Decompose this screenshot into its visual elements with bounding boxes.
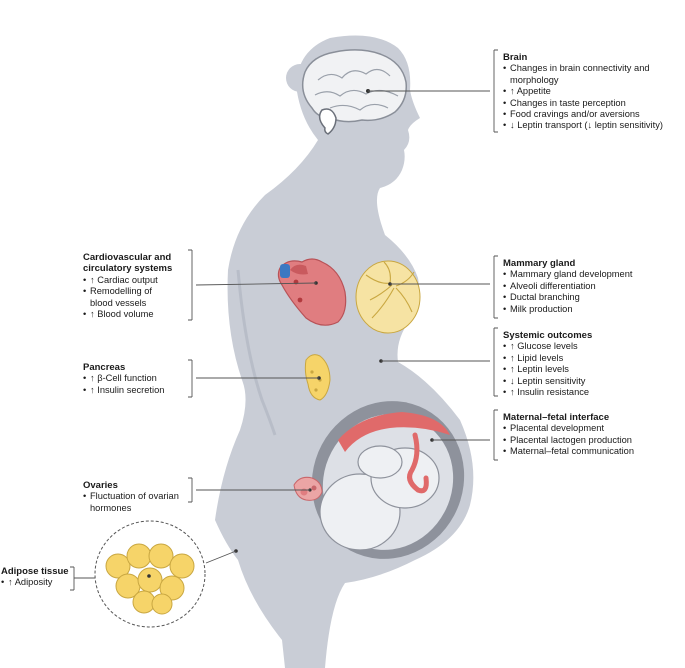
mammary-gland-icon	[355, 260, 421, 334]
brain-item: Changes in taste perception	[503, 98, 670, 110]
brain-item: Changes in brain connectivity and morpho…	[503, 63, 670, 86]
cardio-label: Cardiovascular and circulatory systems ↑…	[83, 252, 193, 321]
arm-shade	[236, 269, 277, 436]
cardio-item: ↑ Cardiac output	[83, 275, 193, 287]
heart-icon	[277, 258, 347, 326]
interface-item: Placental lactogen production	[503, 435, 634, 447]
cardio-item: ↑ Blood volume	[83, 309, 193, 321]
interface-item: Maternal–fetal communication	[503, 446, 634, 458]
brain-item: ↓ Leptin transport (↓ leptin sensitivity…	[503, 120, 670, 132]
brain-icon	[301, 49, 408, 123]
systemic-item: ↑ Lipid levels	[503, 353, 592, 365]
systemic-label: Systemic outcomes ↑ Glucose levels ↑ Lip…	[503, 330, 593, 399]
pancreas-item: ↑ Insulin secretion	[83, 385, 164, 397]
systemic-title: Systemic outcomes	[503, 330, 593, 341]
pancreas-title: Pancreas	[83, 362, 126, 373]
mammary-item: Alveoli differentiation	[503, 281, 632, 293]
systemic-item: ↑ Glucose levels	[503, 341, 592, 353]
systemic-item: ↑ Insulin resistance	[503, 387, 592, 399]
interface-label: Maternal–fetal interface Placental devel…	[503, 412, 634, 458]
uterus-fetus-icon	[311, 401, 465, 559]
ovaries-label: Ovaries Fluctuation of ovarian hormones	[83, 480, 186, 514]
body-silhouette	[215, 35, 474, 668]
brain-item: ↑ Appetite	[503, 86, 670, 98]
cardio-item: Remodelling of blood vessels	[83, 286, 174, 309]
mammary-item: Milk production	[503, 304, 632, 316]
brain-label: Brain Changes in brain connectivity and …	[503, 52, 670, 132]
interface-item: Placental development	[503, 423, 634, 435]
cardio-title: Cardiovascular and circulatory systems	[83, 252, 173, 275]
adipose-item: ↑ Adiposity	[1, 577, 69, 589]
brain-item: Food cravings and/or aversions	[503, 109, 670, 121]
mammary-item: Mammary gland development	[503, 269, 632, 281]
interface-title: Maternal–fetal interface	[503, 412, 610, 423]
ovaries-item: Fluctuation of ovarian hormones	[83, 491, 186, 514]
adipose-label: Adipose tissue ↑ Adiposity	[1, 566, 69, 589]
pancreas-label: Pancreas ↑ β-Cell function ↑ Insulin sec…	[83, 362, 164, 397]
mammary-item: Ductal branching	[503, 292, 632, 304]
ovaries-title: Ovaries	[83, 480, 118, 491]
ear-icon	[318, 108, 337, 135]
mammary-label: Mammary gland Mammary gland development …	[503, 258, 632, 315]
brain-title: Brain	[503, 52, 528, 63]
adipose-tissue-icon	[94, 520, 206, 628]
pancreas-item: ↑ β-Cell function	[83, 373, 164, 385]
mammary-title: Mammary gland	[503, 258, 576, 269]
systemic-item: ↑ Leptin levels	[503, 364, 592, 376]
systemic-item: ↓ Leptin sensitivity	[503, 376, 592, 388]
adipose-title: Adipose tissue	[1, 566, 69, 577]
